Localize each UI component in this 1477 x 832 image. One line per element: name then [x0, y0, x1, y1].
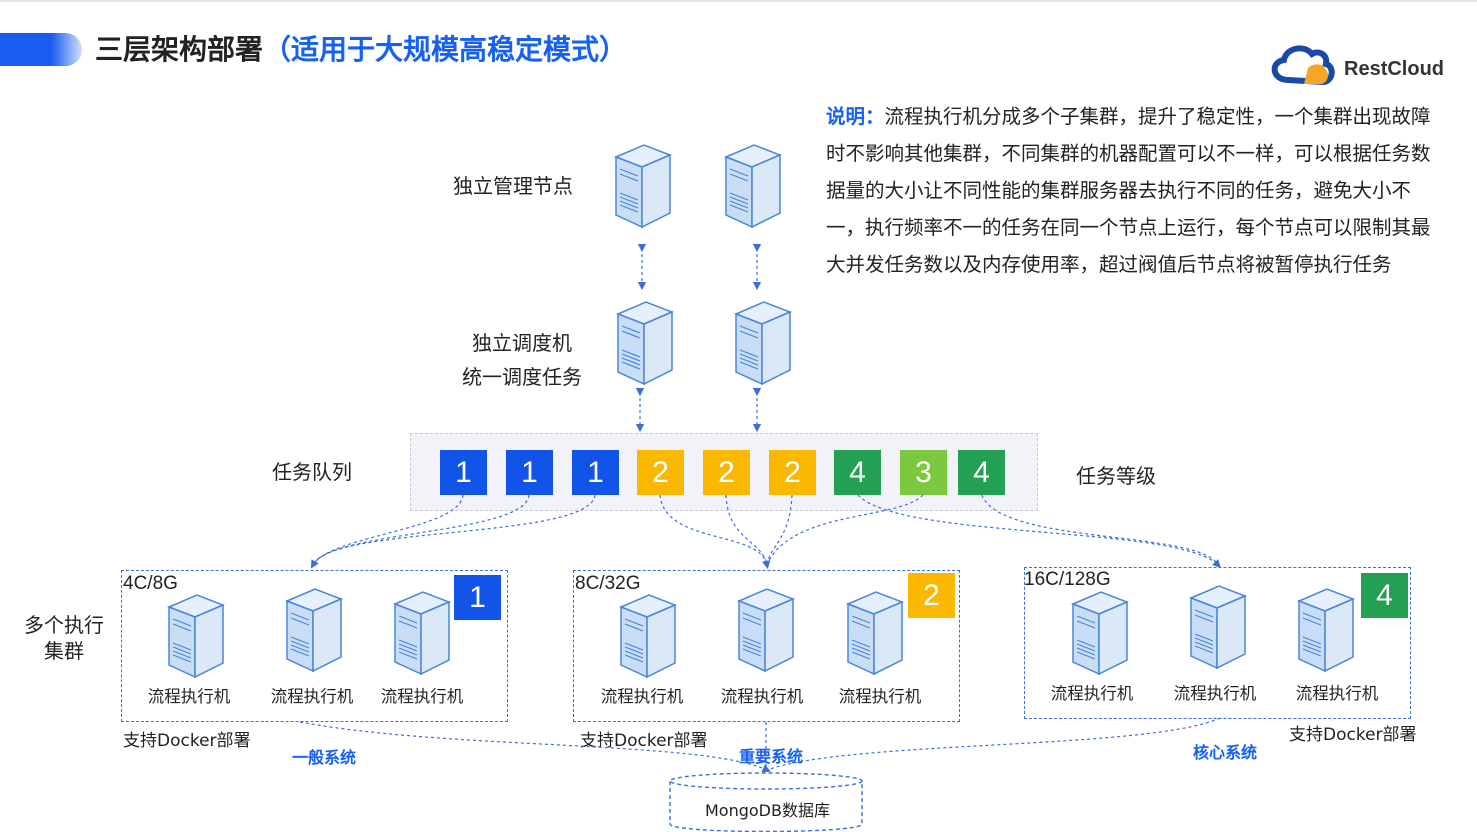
title-main: 三层架构部署	[95, 33, 264, 66]
executor-server-label: 流程执行机	[600, 687, 684, 706]
page-title: 三层架构部署（适用于大规模高稳定模式）	[95, 28, 627, 68]
system-tier-label: 核心系统	[1193, 743, 1258, 762]
database-cylinder	[669, 772, 863, 832]
management-server-icon	[614, 144, 672, 229]
brand-name: RestCloud	[1344, 58, 1444, 80]
title-sub: （适用于大规模高稳定模式）	[263, 33, 628, 66]
executor-server-label: 流程执行机	[1173, 684, 1257, 703]
scheduler-layer-label: 独立调度机 统一调度任务	[452, 326, 592, 394]
cluster-spec: 8C/32G	[575, 573, 641, 594]
cluster-level-badge: 1	[454, 575, 501, 620]
top-divider	[0, 0, 1477, 2]
restcloud-logo-icon	[1271, 45, 1335, 86]
system-tier-label: 一般系统	[292, 748, 357, 767]
executor-server-label: 流程执行机	[1050, 684, 1134, 703]
executor-server-icon	[1071, 591, 1129, 676]
docker-support-label: 支持Docker部署	[123, 731, 251, 751]
queue-item: 1	[506, 450, 553, 495]
scheduler-label-line1: 独立调度机	[472, 331, 572, 355]
scheduler-server-icon	[616, 301, 674, 386]
executor-server-icon	[285, 588, 343, 673]
executor-server-label: 流程执行机	[1295, 684, 1379, 703]
queue-item: 2	[637, 450, 684, 495]
management-server-icon	[724, 144, 782, 229]
queue-item: 4	[834, 450, 881, 495]
queue-item: 3	[900, 450, 947, 495]
queue-item: 1	[440, 450, 487, 495]
executor-layer-label: 多个执行 集群	[14, 612, 114, 664]
scheduler-label-line2: 统一调度任务	[462, 365, 582, 389]
cluster-spec: 16C/128G	[1024, 569, 1111, 590]
management-layer-label: 独立管理节点	[453, 174, 573, 198]
queue-layer-label: 任务队列	[272, 460, 352, 484]
executor-server-label: 流程执行机	[380, 687, 464, 706]
system-tier-label: 重要系统	[739, 747, 804, 766]
executor-label-line1: 多个执行	[24, 613, 104, 637]
executor-server-label: 流程执行机	[270, 687, 354, 706]
queue-item: 1	[572, 450, 619, 495]
cluster-spec: 4C/8G	[123, 573, 178, 594]
cluster-level-badge: 4	[1361, 573, 1408, 618]
scheduler-server-icon	[734, 301, 792, 386]
docker-support-label: 支持Docker部署	[580, 731, 708, 751]
queue-item: 2	[703, 450, 750, 495]
executor-server-label: 流程执行机	[720, 687, 804, 706]
executor-label-line2: 集群	[44, 639, 84, 663]
executor-server-icon	[167, 594, 225, 679]
executor-server-icon	[846, 591, 904, 676]
queue-item: 2	[769, 450, 816, 495]
executor-server-label: 流程执行机	[838, 687, 922, 706]
cluster-important	[573, 570, 960, 722]
description-label: 说明：	[826, 105, 885, 128]
cluster-general	[121, 570, 508, 722]
executor-server-icon	[737, 588, 795, 673]
executor-server-label: 流程执行机	[147, 687, 231, 706]
docker-support-label: 支持Docker部署	[1289, 725, 1417, 745]
executor-server-icon	[393, 591, 451, 676]
cluster-level-badge: 2	[908, 573, 955, 618]
database-label: MongoDB数据库	[705, 801, 830, 820]
description-block: 说明：流程执行机分成多个子集群，提升了稳定性，一个集群出现故障时不影响其他集群，…	[826, 98, 1436, 283]
queue-item: 4	[958, 450, 1005, 495]
executor-server-icon	[1189, 585, 1247, 670]
executor-server-icon	[1297, 588, 1355, 673]
levels-label: 任务等级	[1076, 464, 1156, 488]
title-accent-bar	[0, 33, 82, 66]
executor-server-icon	[619, 594, 677, 679]
description-text: 流程执行机分成多个子集群，提升了稳定性，一个集群出现故障时不影响其他集群，不同集…	[826, 105, 1431, 276]
